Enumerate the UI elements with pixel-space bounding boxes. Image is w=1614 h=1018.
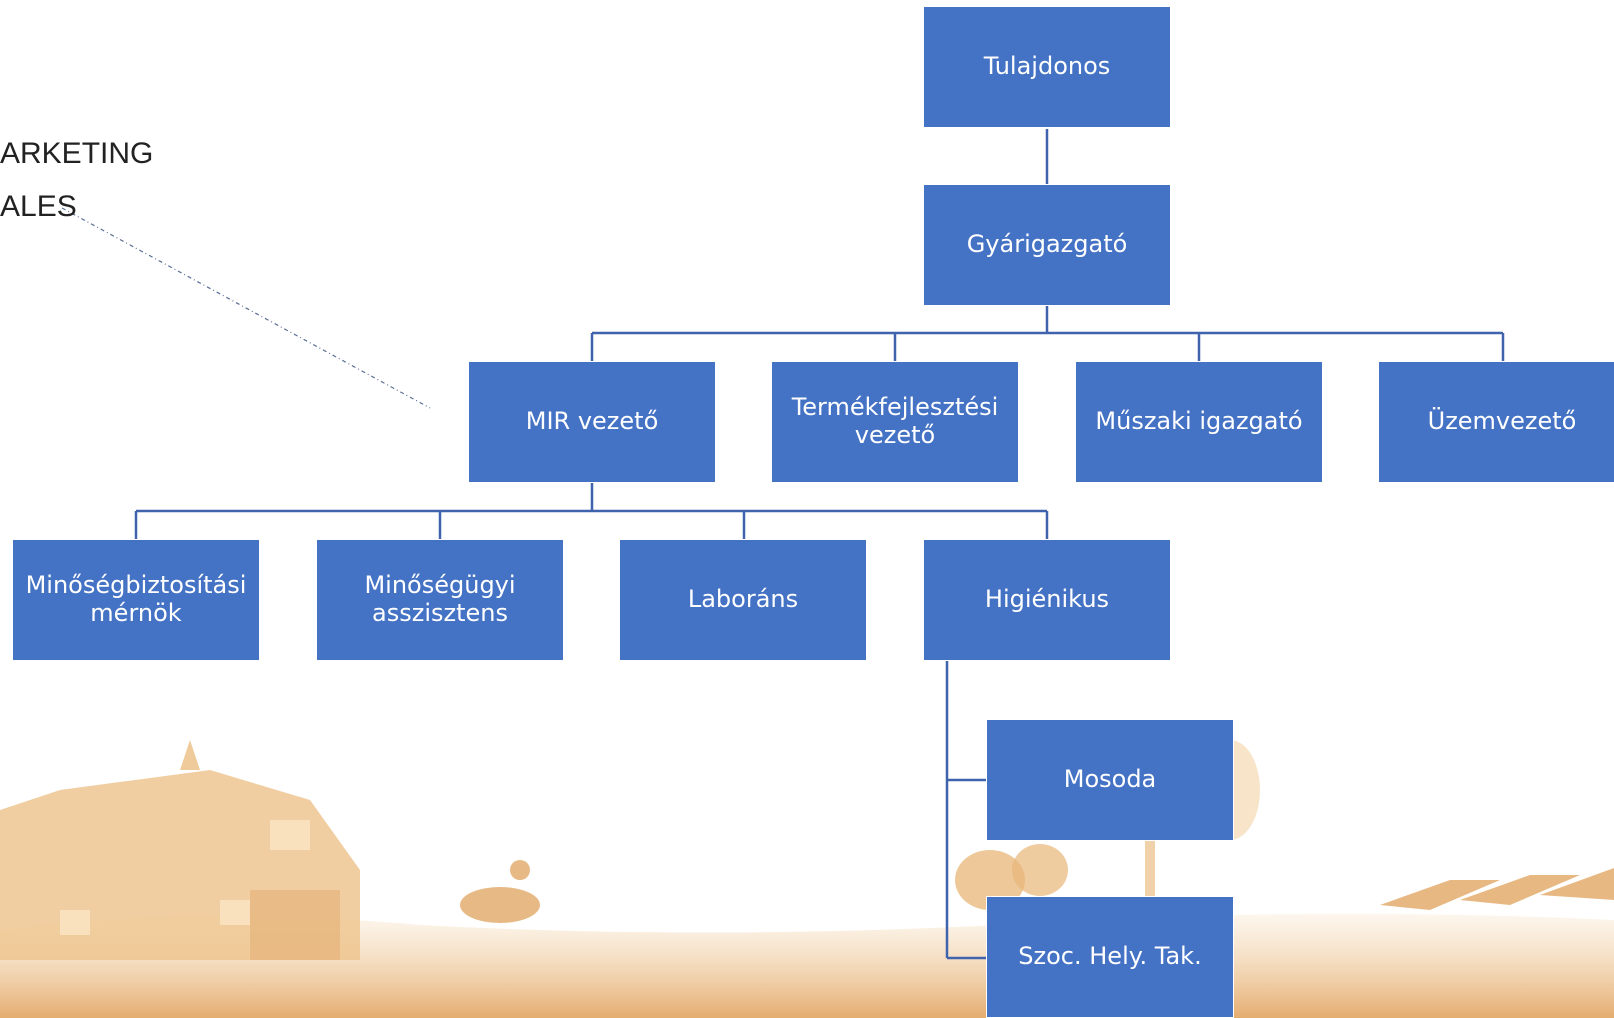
node-lab-technician[interactable]: Laboráns [619, 539, 867, 661]
node-laundry[interactable]: Mosoda [986, 719, 1234, 841]
node-laundry-label: Mosoda [1063, 765, 1157, 794]
node-hygienist-label: Higiénikus [984, 585, 1110, 614]
node-qa-engineer[interactable]: Minőségbiztosítási mérnök [12, 539, 260, 661]
node-product-dev-lead[interactable]: Termékfejlesztési vezető [771, 361, 1019, 483]
dashed-pointer-line [61, 207, 431, 409]
node-technical-director-label: Műszaki igazgató [1095, 407, 1303, 436]
node-quality-assistant-label: Minőségügyi asszisztens [364, 571, 516, 627]
node-owner[interactable]: Tulajdonos [923, 6, 1171, 128]
node-product-dev-lead-label: Termékfejlesztési vezető [791, 393, 999, 449]
node-technical-director[interactable]: Műszaki igazgató [1075, 361, 1323, 483]
node-plant-manager[interactable]: Üzemvezető [1378, 361, 1614, 483]
node-owner-label: Tulajdonos [983, 52, 1111, 81]
node-social-room-cleaner[interactable]: Szoc. Hely. Tak. [986, 896, 1234, 1018]
node-quality-assistant[interactable]: Minőségügyi asszisztens [316, 539, 564, 661]
node-factory-director-label: Gyárigazgató [966, 230, 1128, 259]
node-mir-lead-label: MIR vezető [525, 407, 659, 436]
side-label-sales: ALES [0, 190, 77, 223]
node-factory-director[interactable]: Gyárigazgató [923, 184, 1171, 306]
node-hygienist[interactable]: Higiénikus [923, 539, 1171, 661]
node-plant-manager-label: Üzemvezető [1427, 407, 1577, 436]
node-qa-engineer-label: Minőségbiztosítási mérnök [25, 571, 247, 627]
node-mir-lead[interactable]: MIR vezető [468, 361, 716, 483]
node-social-room-cleaner-label: Szoc. Hely. Tak. [1018, 942, 1202, 971]
side-label-marketing: ARKETING [0, 137, 154, 170]
node-lab-technician-label: Laboráns [687, 585, 799, 614]
